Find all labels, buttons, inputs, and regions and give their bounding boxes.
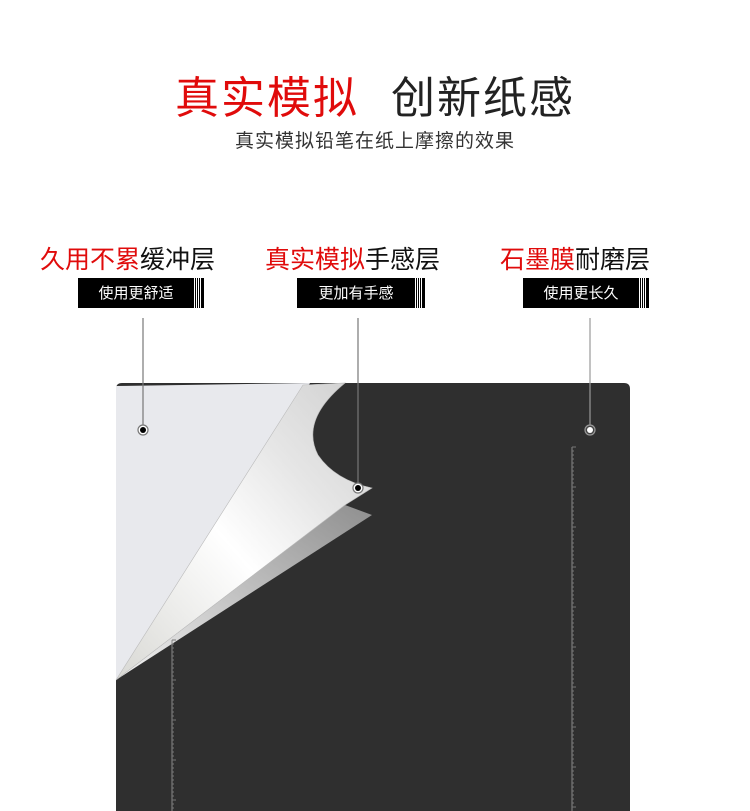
feature-tag-buffer: 使用更舒适 — [78, 278, 204, 308]
headline: 真实模拟 创新纸感 — [0, 62, 750, 126]
callout-texture — [352, 318, 364, 494]
feature-title-texture: 真实模拟手感层 — [265, 240, 440, 276]
callout-buffer — [137, 318, 149, 436]
callout-graphite — [584, 318, 596, 436]
curl-underside — [116, 505, 372, 680]
feature-title-black: 耐磨层 — [575, 245, 651, 274]
subtitle: 真实模拟铅笔在纸上摩擦的效果 — [234, 130, 515, 152]
feature-tag-graphite: 使用更长久 — [523, 278, 649, 308]
feature-title-red: 石墨膜 — [500, 245, 576, 274]
feature-title-red: 真实模拟 — [265, 245, 366, 274]
feature-title-black: 手感层 — [365, 245, 441, 274]
headline-red: 真实模拟 — [175, 73, 359, 124]
feature-title-graphite: 石墨膜耐磨层 — [500, 240, 650, 276]
feature-title-black: 缓冲层 — [140, 245, 216, 274]
feature-tag-texture: 更加有手感 — [297, 278, 425, 308]
feature-title-red: 久用不累 — [40, 245, 141, 274]
headline-black: 创新纸感 — [390, 73, 575, 124]
feature-title-buffer: 久用不累缓冲层 — [40, 240, 215, 276]
